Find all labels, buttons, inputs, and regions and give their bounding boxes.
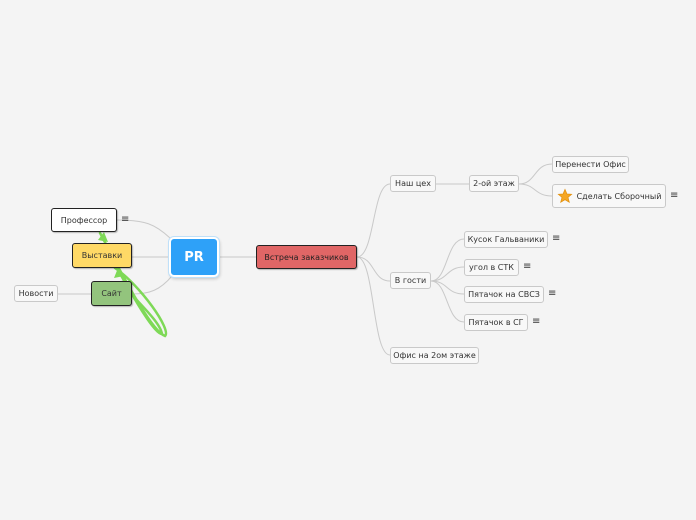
node-meeting[interactable]: Встреча заказчиков — [256, 245, 357, 269]
node-second-floor[interactable]: 2-ой этаж — [469, 175, 519, 192]
node-second-floor-label: 2-ой этаж — [473, 179, 515, 188]
edge-pr-professor — [116, 219, 171, 239]
central-topic-label: PR — [184, 249, 204, 265]
node-professor-label: Профессор — [60, 215, 108, 225]
note-icon[interactable]: ≡ — [552, 233, 561, 244]
edge-visiting-stk — [430, 266, 465, 282]
edge-pr-site — [131, 275, 173, 295]
note-icon[interactable]: ≡ — [523, 261, 532, 272]
edge-visiting-sg — [430, 280, 465, 323]
node-office-2nd[interactable]: Офис на 2ом этаже — [390, 347, 479, 364]
node-visiting[interactable]: В гости — [390, 272, 431, 289]
edge-meeting-office — [356, 256, 391, 356]
node-stk-corner[interactable]: угол в СТК — [464, 259, 519, 276]
note-icon[interactable]: ≡ — [670, 190, 679, 201]
node-site[interactable]: Сайт — [91, 281, 132, 306]
node-make-assembly-label: Сделать Сборочный — [576, 191, 662, 201]
node-office-2nd-label: Офис на 2ом этаже — [393, 351, 476, 360]
edge-floor-move — [518, 163, 553, 185]
relation-arrow-professor — [98, 232, 108, 242]
note-icon[interactable]: ≡ — [121, 214, 130, 225]
star-icon — [557, 188, 573, 204]
note-icon[interactable]: ≡ — [548, 288, 557, 299]
node-make-assembly[interactable]: Сделать Сборочный — [552, 184, 666, 208]
relation-arrow-site — [114, 268, 124, 278]
node-galvanic[interactable]: Кусок Гальваники — [464, 231, 548, 248]
node-exhibitions-label: Выставки — [81, 251, 123, 260]
node-our-shop-label: Наш цех — [395, 179, 431, 188]
node-professor[interactable]: Профессор — [51, 208, 117, 232]
edge-meeting-ourshop — [356, 183, 391, 258]
node-svsz-spot-label: Пятачок на СВСЗ — [468, 290, 540, 299]
node-meeting-label: Встреча заказчиков — [264, 252, 349, 262]
node-sg-spot[interactable]: Пятачок в СГ — [464, 314, 528, 331]
node-move-office[interactable]: Перенести Офис — [552, 156, 629, 173]
central-topic[interactable]: PR — [169, 237, 219, 277]
node-sg-spot-label: Пятачок в СГ — [468, 318, 524, 327]
note-icon[interactable]: ≡ — [532, 316, 541, 327]
node-stk-corner-label: угол в СТК — [469, 263, 514, 272]
node-news-label: Новости — [18, 289, 54, 298]
node-visiting-label: В гости — [394, 276, 427, 285]
node-our-shop[interactable]: Наш цех — [390, 175, 436, 192]
node-site-label: Сайт — [101, 289, 122, 298]
node-galvanic-label: Кусок Гальваники — [467, 235, 545, 244]
edge-visiting-galvanic — [430, 238, 465, 282]
edge-floor-assembly — [518, 183, 553, 197]
node-svsz-spot[interactable]: Пятачок на СВСЗ — [464, 286, 544, 303]
relation-loop-site — [116, 268, 164, 336]
node-exhibitions[interactable]: Выставки — [72, 243, 132, 268]
edge-meeting-visiting — [356, 256, 391, 282]
node-make-assembly-content: Сделать Сборочный — [557, 188, 662, 204]
node-news[interactable]: Новости — [14, 285, 58, 302]
node-move-office-label: Перенести Офис — [555, 160, 626, 169]
